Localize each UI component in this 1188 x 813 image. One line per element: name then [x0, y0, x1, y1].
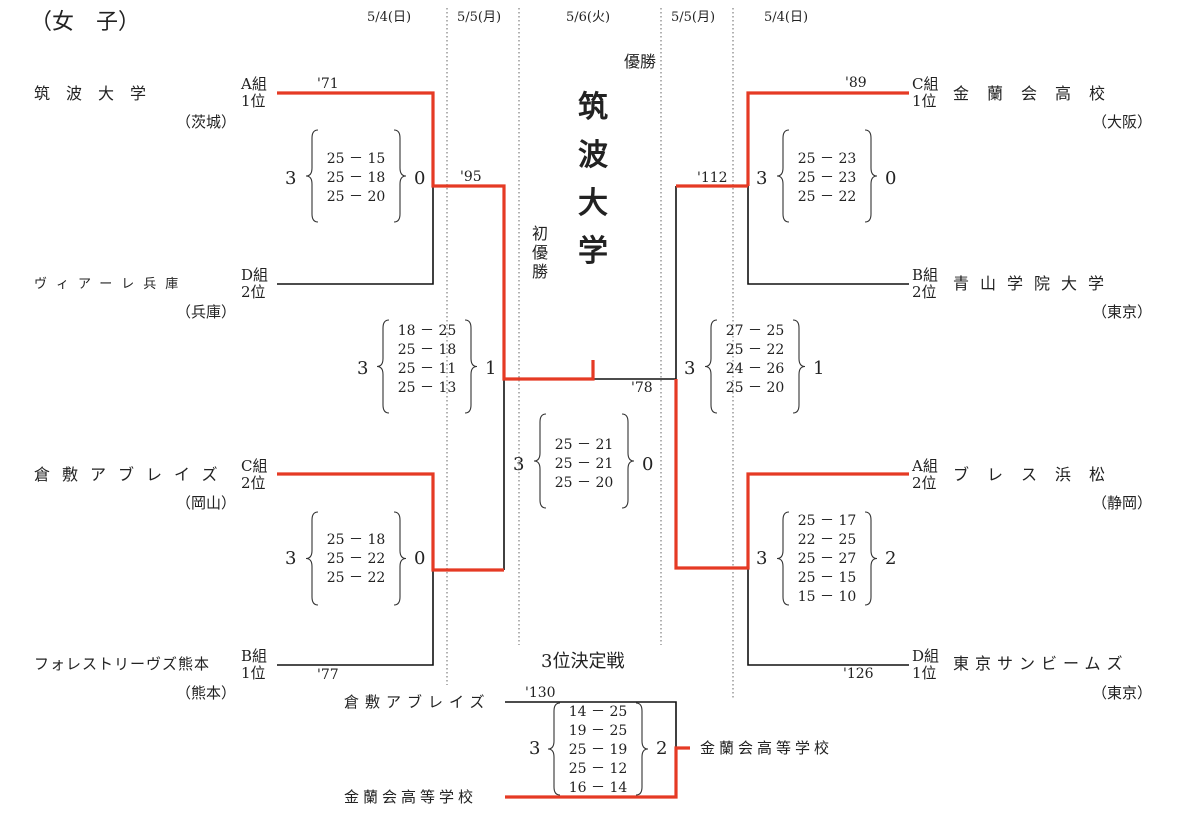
match-code: '112 — [697, 170, 728, 186]
champion-note: 初優勝 — [531, 224, 548, 281]
date-label: 5/4(日) — [764, 10, 809, 25]
bracket-line — [277, 570, 434, 666]
date-label: 5/5(月) — [671, 10, 716, 25]
score-brace — [776, 129, 790, 223]
match-code: '71 — [317, 76, 339, 92]
team-name: フォレストリーヴズ熊本 — [34, 655, 211, 673]
team-name: ブレス浜松 — [953, 465, 1124, 484]
score-brace — [393, 129, 407, 223]
date-label: 5/5(月) — [457, 10, 502, 25]
score-brace — [864, 129, 878, 223]
winning-path — [277, 91, 595, 381]
score-brace — [704, 319, 718, 414]
score-brace — [547, 702, 561, 796]
team-prefecture: （熊本） — [176, 684, 237, 702]
third-place-winner: 金蘭会高等学校 — [700, 739, 834, 757]
match-code: '126 — [843, 666, 874, 682]
team-prefecture: （茨城） — [176, 113, 237, 131]
team-name: 筑波大学 — [34, 84, 163, 103]
match-code: '78 — [631, 380, 653, 396]
score-brace — [776, 511, 790, 606]
score-brace — [621, 413, 635, 509]
bracket-line — [747, 186, 909, 285]
team-name: 倉敷アブレイズ — [344, 693, 491, 711]
team-name: 青山学院大学 — [953, 274, 1116, 293]
bracket-line — [747, 568, 909, 666]
winning-path — [505, 746, 690, 799]
match-code: '89 — [845, 75, 867, 91]
score-brace — [305, 511, 319, 606]
team-name: 金蘭会高校 — [953, 84, 1124, 103]
winning-path — [674, 379, 909, 570]
score-brace — [533, 413, 547, 509]
score-brace — [792, 319, 806, 414]
winning-path — [277, 472, 504, 572]
winning-path — [746, 91, 909, 186]
team-prefecture: （東京） — [1092, 303, 1153, 321]
score-brace — [305, 129, 319, 223]
score-brace — [393, 511, 407, 606]
team-name: 金蘭会高等学校 — [344, 788, 478, 806]
date-label: 5/6(火) — [566, 10, 611, 25]
team-name: 東京サンビームズ — [953, 654, 1129, 673]
team-prefecture: （静岡） — [1092, 494, 1153, 512]
team-prefecture: （兵庫） — [176, 303, 237, 321]
score-brace — [635, 702, 649, 796]
team-name: 倉敷アブレイズ — [34, 465, 230, 484]
champion-label: 優勝 — [624, 52, 657, 71]
score-brace — [464, 319, 478, 414]
third-place-title: 3位決定戦 — [541, 651, 625, 672]
match-code: '77 — [317, 667, 339, 683]
match-code: '130 — [525, 685, 556, 701]
team-prefecture: （大阪） — [1092, 113, 1153, 131]
page-title: （女 子） — [30, 10, 141, 35]
score-brace — [864, 511, 878, 606]
bracket-line — [277, 186, 434, 285]
date-label: 5/4(日) — [367, 10, 412, 25]
score-brace — [376, 319, 390, 414]
team-prefecture: （岡山） — [176, 494, 237, 512]
team-prefecture: （東京） — [1092, 684, 1153, 702]
bracket-line — [505, 701, 677, 748]
match-code: '95 — [460, 169, 482, 185]
team-name: ヴィアーレ兵庫 — [34, 277, 188, 292]
champion-name: 筑波大学 — [578, 90, 608, 269]
